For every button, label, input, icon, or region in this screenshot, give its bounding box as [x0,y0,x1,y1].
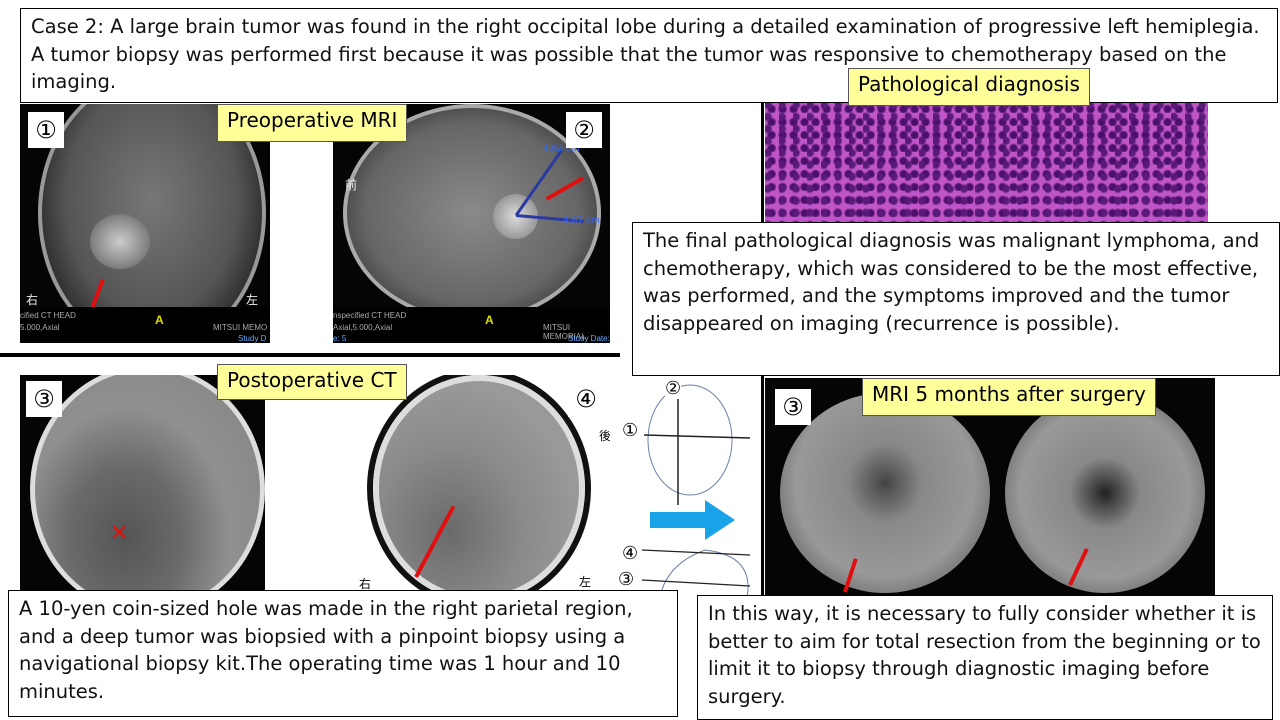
left-marker: 左 [246,293,259,307]
conclusion-textbox: In this way, it is necessary to fully co… [697,595,1273,720]
marker-3: ③ [26,381,62,417]
slice-marker-3: ③ [618,569,635,590]
scan-info: Axial,5.000,Axial [333,323,393,332]
slice-marker-1: ① [622,420,639,441]
orientation-marker: A [155,313,164,327]
orientation-marker: A [485,313,494,327]
measurement-label: 4.67 cm [563,216,600,226]
conclusion-text: In this way, it is necessary to fully co… [708,602,1261,709]
marker-2: ② [566,112,602,148]
measurement-label: 4.62 cm [543,144,580,154]
right-marker: 右 [359,577,372,590]
scan-info: 5.000,Axial [20,323,60,332]
preop-mri-axial: 右 左 cified CT HEAD 5.000,Axial A MITSUI … [20,104,270,343]
study-date: Study Date: [568,334,610,343]
hospital-name: MITSUI MEMORIAL [543,323,586,341]
scan-info: cified CT HEAD [20,311,76,320]
slice-marker-4: ④ [622,543,639,564]
back-marker: 後 [599,429,610,443]
left-marker: 左 [579,575,592,589]
preop-mri-label: Preoperative MRI [217,104,408,142]
postop-ct-label: Postoperative CT [217,364,407,400]
scan-info: e: 5 [333,334,347,343]
marker-1: ① [28,112,64,148]
marker-3-mri: ③ [775,389,811,425]
pathology-textbox: The final pathological diagnosis was mal… [632,222,1280,376]
right-marker: 右 [26,293,39,307]
front-marker: 前 [345,178,358,192]
biopsy-textbox: A 10-yen coin-sized hole was made in the… [8,590,678,717]
biopsy-text: A 10-yen coin-sized hole was made in the… [19,597,633,704]
case-description-text: Case 2: A large brain tumor was found in… [31,15,1260,94]
marker-4: ④ [568,381,604,417]
hospital-name: MITSUI MEMO [213,323,268,332]
slice-marker-2: ② [665,378,682,399]
scan-info: nspecified CT HEAD [333,311,407,320]
postop-ct-3: ✕ [20,375,265,590]
mri-5-months-label: MRI 5 months after surgery [862,378,1156,416]
biopsy-site-x-icon: ✕ [110,521,129,546]
pathology-text: The final pathological diagnosis was mal… [643,229,1260,336]
pathology-histology-image [765,100,1208,222]
pathology-label: Pathological diagnosis [848,68,1090,106]
horizontal-divider [0,353,620,357]
postop-ct-4: 右 左 後 [333,375,610,590]
study-date: Study D [238,334,267,343]
